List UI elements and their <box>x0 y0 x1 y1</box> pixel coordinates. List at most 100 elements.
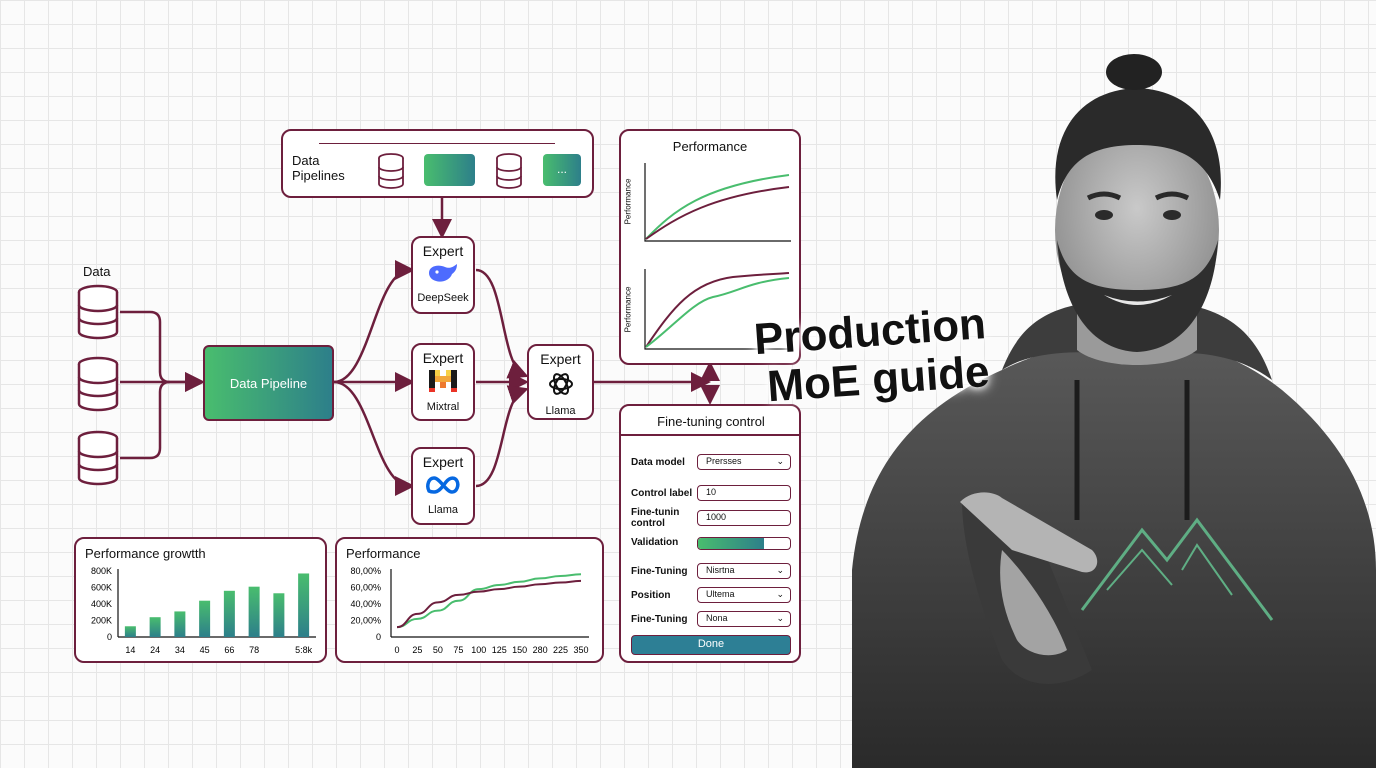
y-tick-label: 600K <box>91 583 112 593</box>
x-tick-label: 150 <box>512 645 527 655</box>
bar-chart-svg: 800K 600K 400K 200K 0 14 24 34 45 66 78 5:8k <box>91 566 316 655</box>
chart-ylabel: Performance <box>623 178 633 225</box>
data-model-select[interactable]: Prersses⌄ <box>697 454 791 470</box>
expert-llama-meta[interactable]: Expert Llama <box>411 447 475 525</box>
control-label-input[interactable]: 10 <box>697 485 791 501</box>
expert-mixtral[interactable]: Expert Mixtral <box>411 343 475 421</box>
database-icon <box>496 153 522 189</box>
expert-name: DeepSeek <box>417 292 469 304</box>
x-tick-label: 78 <box>249 645 259 655</box>
performance-panel: Performance Performance Performance <box>619 129 801 365</box>
mistral-logo-icon <box>429 370 457 392</box>
series-line <box>396 573 582 629</box>
y-tick-label: 0 <box>107 632 112 642</box>
x-tick-label: 350 <box>573 645 588 655</box>
position-select[interactable]: Ultema⌄ <box>697 587 791 603</box>
x-tick-label: 45 <box>200 645 210 655</box>
chevron-down-icon: ⌄ <box>776 613 784 623</box>
headline: Production MoE guide <box>752 299 993 426</box>
position-label: Position <box>631 590 671 601</box>
x-tick-label: 66 <box>224 645 234 655</box>
fine-tunin-control-label: Fine-tunin control <box>631 507 680 529</box>
expert-name: Mixtral <box>426 401 460 413</box>
performance-mini-chart <box>644 163 791 242</box>
x-tick-label: 5:8k <box>295 645 313 655</box>
openai-knot-icon <box>548 373 573 395</box>
validation-label: Validation <box>631 537 679 548</box>
expert-deepseek[interactable]: Expert DeepSeek <box>411 236 475 314</box>
fine-tunin-control-input[interactable]: 1000 <box>697 510 791 526</box>
data-pipeline-label: Data Pipeline <box>229 375 308 391</box>
chart-title: Performance growtth <box>85 546 206 561</box>
expert-title: Expert <box>540 351 581 367</box>
bar <box>149 617 161 637</box>
series-line <box>396 579 582 629</box>
chart-title: Performance <box>346 546 421 561</box>
pipelines-rule <box>319 143 555 144</box>
expert-title: Expert <box>422 243 464 259</box>
fine-tuning-label: Fine-Tuning <box>631 566 688 577</box>
expert-output-llama[interactable]: Expert Llama <box>527 344 594 420</box>
fine-tuning-panel: Fine-tuning control Data model Prersses⌄… <box>619 404 801 663</box>
validation-progress <box>697 537 791 550</box>
expert-title: Expert <box>422 454 464 470</box>
line-chart-svg: 80,00% 60,00% 40,00% 20,00% 0 0 25 50 75 100 125 15… <box>350 566 589 655</box>
x-tick-label: 50 <box>433 645 443 655</box>
chevron-down-icon: ⌄ <box>776 589 784 599</box>
x-tick-label: 280 <box>533 645 548 655</box>
y-tick-label: 800K <box>91 566 112 576</box>
chevron-down-icon: ⌄ <box>776 565 784 575</box>
control-label-label: Control label <box>631 488 693 499</box>
y-tick-label: 0 <box>376 632 381 642</box>
fine-tuning-title: Fine-tuning control <box>657 414 765 429</box>
bar <box>248 586 260 637</box>
y-tick-label: 200K <box>91 616 112 626</box>
chevron-down-icon: ⌄ <box>776 456 784 466</box>
database-icon <box>77 284 119 340</box>
x-tick-label: 14 <box>125 645 135 655</box>
bar <box>199 600 211 637</box>
x-tick-label: 24 <box>150 645 160 655</box>
y-tick-label: 40,00% <box>350 599 381 609</box>
x-tick-label: 25 <box>412 645 422 655</box>
data-pipeline-box[interactable]: Data Pipeline <box>203 345 334 421</box>
fine-tuning-label-2: Fine-Tuning <box>631 614 688 625</box>
bar <box>124 626 136 637</box>
x-tick-label: 225 <box>553 645 568 655</box>
x-tick-label: 75 <box>453 645 463 655</box>
bar <box>223 590 235 637</box>
expert-title: Expert <box>422 350 464 366</box>
meta-infinity-icon <box>426 476 460 494</box>
data-pipelines-box: Data Pipelines ... <box>281 129 594 198</box>
database-icon <box>77 356 119 412</box>
validation-progress-fill <box>698 538 765 549</box>
x-tick-label: 34 <box>175 645 185 655</box>
y-tick-label: 20,00% <box>350 616 381 626</box>
performance-growth-chart: Performance growtth 800K 600K 400K 200K 0 14 2… <box>74 537 327 663</box>
x-tick-label: 0 <box>394 645 399 655</box>
database-icon <box>378 153 404 189</box>
pipeline-block <box>424 154 475 186</box>
data-label: Data <box>83 264 111 279</box>
y-tick-label: 80,00% <box>350 566 381 576</box>
chart-ylabel: Performance <box>623 286 633 333</box>
bar <box>174 611 186 637</box>
fine-tuning-select-2[interactable]: Nona⌄ <box>697 611 791 627</box>
bar <box>273 593 285 637</box>
expert-name: Llama <box>428 504 458 516</box>
fine-tuning-select[interactable]: Nisrtna⌄ <box>697 563 791 579</box>
fine-tuning-divider <box>621 434 799 436</box>
performance-line-chart: Performance 80,00% 60,00% 40,00% 20,00% 0 0 25… <box>335 537 604 663</box>
more-pipelines-button[interactable]: ... <box>543 154 581 186</box>
presenter-photo <box>852 54 1376 768</box>
x-tick-label: 125 <box>492 645 507 655</box>
performance-mini-chart <box>644 269 791 350</box>
data-model-label: Data model <box>631 457 685 468</box>
whale-icon <box>429 264 457 282</box>
data-pipelines-label: Data Pipelines <box>292 153 345 183</box>
y-tick-label: 60,00% <box>350 583 381 593</box>
done-button[interactable]: Done <box>631 635 791 655</box>
x-tick-label: 100 <box>471 645 486 655</box>
y-tick-label: 400K <box>91 599 112 609</box>
